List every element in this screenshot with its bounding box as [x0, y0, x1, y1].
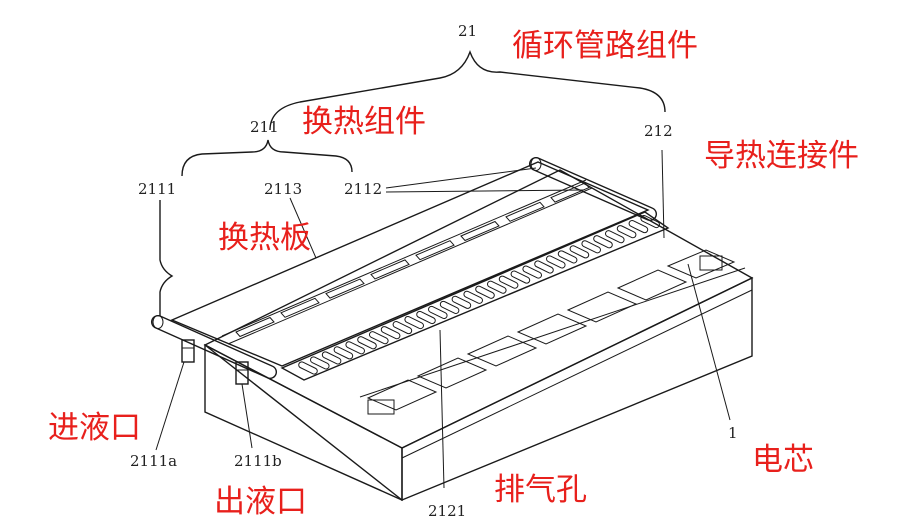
box-front-face — [401, 276, 753, 502]
connector-plate — [280, 211, 670, 381]
plate-inner-line — [227, 187, 593, 345]
heat-exchange-plate — [170, 161, 650, 367]
label-2113: 2113 — [264, 180, 302, 198]
vent-slot — [404, 315, 424, 330]
cell-terminal — [699, 255, 723, 271]
label-2111a: 2111a — [130, 452, 177, 470]
cn-cell: 电芯 — [752, 442, 814, 478]
vent-slot — [581, 240, 601, 254]
label-1: 1 — [728, 424, 738, 442]
conductive-connector — [280, 211, 670, 381]
vent-slot — [569, 245, 590, 259]
vent-slot — [345, 341, 365, 355]
brace-211 — [181, 139, 353, 177]
plate-segment — [325, 278, 365, 299]
cell — [516, 313, 588, 345]
vent-slot — [310, 356, 330, 370]
label-212: 212 — [644, 122, 673, 140]
vent-slot — [451, 295, 472, 309]
vent-slot — [522, 265, 542, 279]
leader-2112b — [385, 189, 585, 193]
vent-slot — [439, 300, 460, 314]
outlet-nozzle — [235, 361, 249, 385]
pipe-end — [152, 315, 164, 329]
box-top-face — [203, 169, 754, 449]
cn-outlet: 出液口 — [214, 484, 307, 520]
vent-slot — [616, 225, 637, 239]
inlet-nozzle — [181, 339, 195, 363]
vent-slot — [416, 310, 436, 325]
front-pipe — [150, 314, 278, 380]
vent-slot — [605, 230, 625, 244]
label-2112: 2112 — [344, 180, 382, 198]
cell — [566, 291, 638, 323]
vent-slot — [487, 280, 507, 294]
plate-inner-line — [221, 179, 587, 337]
label-2121: 2121 — [428, 502, 466, 520]
plate-segment — [280, 297, 320, 318]
cell — [466, 335, 538, 367]
vent-slot — [593, 235, 613, 249]
vent-slot — [475, 285, 495, 299]
label-211: 211 — [250, 118, 279, 136]
vent-slot — [357, 336, 377, 350]
brace-21 — [269, 49, 666, 131]
vent-slot — [546, 255, 566, 269]
cn-circulation-assembly: 循环管路组件 — [512, 28, 698, 64]
plate-segment — [370, 259, 410, 280]
battery-box — [203, 169, 754, 502]
vent-slot — [369, 331, 389, 345]
plate-segment — [505, 201, 545, 222]
circulation-pipes — [150, 156, 658, 385]
plate-surface — [170, 161, 650, 367]
pipe-end — [530, 157, 542, 171]
leader-1 — [687, 263, 731, 421]
box-rim-line — [359, 267, 746, 398]
vent-slot — [380, 326, 401, 340]
cn-heat-exchange-assembly: 换热组件 — [302, 104, 426, 140]
plate-segments — [235, 182, 590, 338]
cell — [616, 269, 688, 301]
vent-slot — [298, 361, 318, 375]
brace-2111 — [159, 199, 174, 316]
plate-segment — [235, 316, 275, 338]
vent-slot — [428, 305, 448, 320]
vent-slot — [534, 260, 554, 274]
vent-slot — [557, 250, 578, 264]
vent-slot — [628, 220, 649, 234]
cn-conductive-connector: 导热连接件 — [704, 138, 859, 174]
leader-212 — [661, 149, 665, 239]
vent-slot — [510, 270, 531, 284]
cell-terminal — [367, 399, 395, 415]
plate-segment — [460, 220, 500, 242]
leader-2112 — [385, 167, 537, 189]
vent-slot — [392, 321, 413, 335]
leader-2121 — [439, 329, 445, 489]
cell — [416, 357, 488, 389]
label-2111: 2111 — [138, 180, 176, 198]
cell — [366, 379, 438, 411]
rear-pipe — [528, 156, 658, 222]
box-front-inner-line — [401, 289, 753, 459]
vent-slot — [333, 346, 354, 360]
plate-segment — [415, 240, 455, 261]
leader-2111a — [155, 361, 185, 451]
cn-heat-exchange-plate: 换热板 — [218, 220, 311, 256]
vent-slot — [321, 351, 342, 365]
cell — [666, 249, 736, 279]
cn-inlet: 进液口 — [48, 410, 141, 446]
cn-vent: 排气孔 — [494, 472, 587, 508]
label-21: 21 — [458, 22, 477, 40]
label-2111b: 2111b — [234, 452, 282, 470]
vent-slot — [498, 275, 519, 289]
vent-slots — [298, 214, 660, 375]
leader-2113 — [289, 197, 317, 259]
cell-row — [366, 249, 736, 415]
leader-2111b — [241, 383, 253, 449]
vent-slot — [463, 290, 483, 304]
